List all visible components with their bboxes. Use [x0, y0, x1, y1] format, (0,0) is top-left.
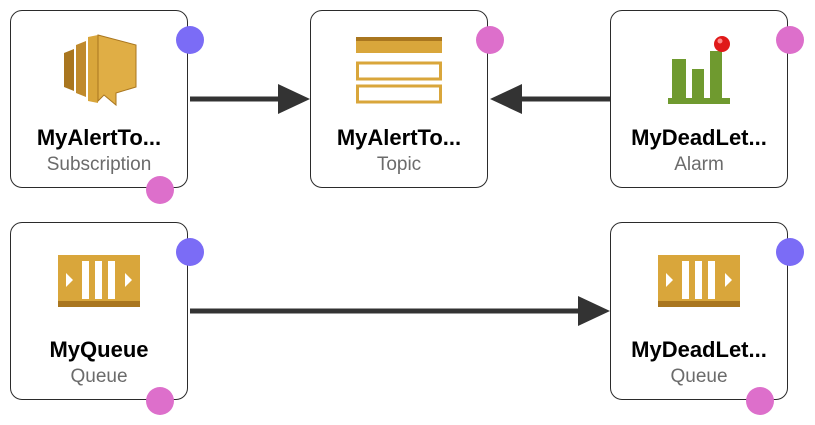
node-type: Subscription: [46, 154, 152, 175]
sns-subscription-icon: [54, 31, 144, 107]
output-port-topic[interactable]: [476, 26, 504, 54]
input-port-queue[interactable]: [176, 238, 204, 266]
node-topic[interactable]: MyAlertTo... Topic: [310, 10, 488, 188]
input-port-subscription[interactable]: [176, 26, 204, 54]
node-type: Topic: [376, 154, 422, 175]
node-subscription[interactable]: MyAlertTo... Subscription: [10, 10, 188, 188]
output-port-alarm[interactable]: [776, 26, 804, 54]
node-type: Queue: [670, 366, 728, 387]
input-port-dead-letter-queue[interactable]: [776, 238, 804, 266]
sqs-queue-icon: [654, 243, 744, 319]
edge-subscription-to-topic[interactable]: [190, 84, 310, 114]
edge-alarm-to-topic[interactable]: [490, 84, 610, 114]
node-name: MyDeadLet...: [631, 125, 767, 150]
node-name: MyAlertTo...: [36, 125, 162, 150]
node-queue[interactable]: MyQueue Queue: [10, 222, 188, 400]
edge-queue-to-dlq[interactable]: [190, 296, 610, 326]
node-name: MyQueue: [49, 337, 149, 362]
node-name: MyDeadLet...: [631, 337, 767, 362]
sns-topic-icon: [354, 31, 444, 107]
cloudwatch-alarm-icon: [654, 31, 744, 107]
node-type: Alarm: [674, 154, 724, 175]
output-port-queue[interactable]: [146, 387, 174, 415]
node-alarm[interactable]: MyDeadLet... Alarm: [610, 10, 788, 188]
sqs-queue-icon: [54, 243, 144, 319]
node-name: MyAlertTo...: [336, 125, 462, 150]
output-port-subscription[interactable]: [146, 176, 174, 204]
node-type: Queue: [70, 366, 128, 387]
node-dead-letter-queue[interactable]: MyDeadLet... Queue: [610, 222, 788, 400]
output-port-dead-letter-queue[interactable]: [746, 387, 774, 415]
